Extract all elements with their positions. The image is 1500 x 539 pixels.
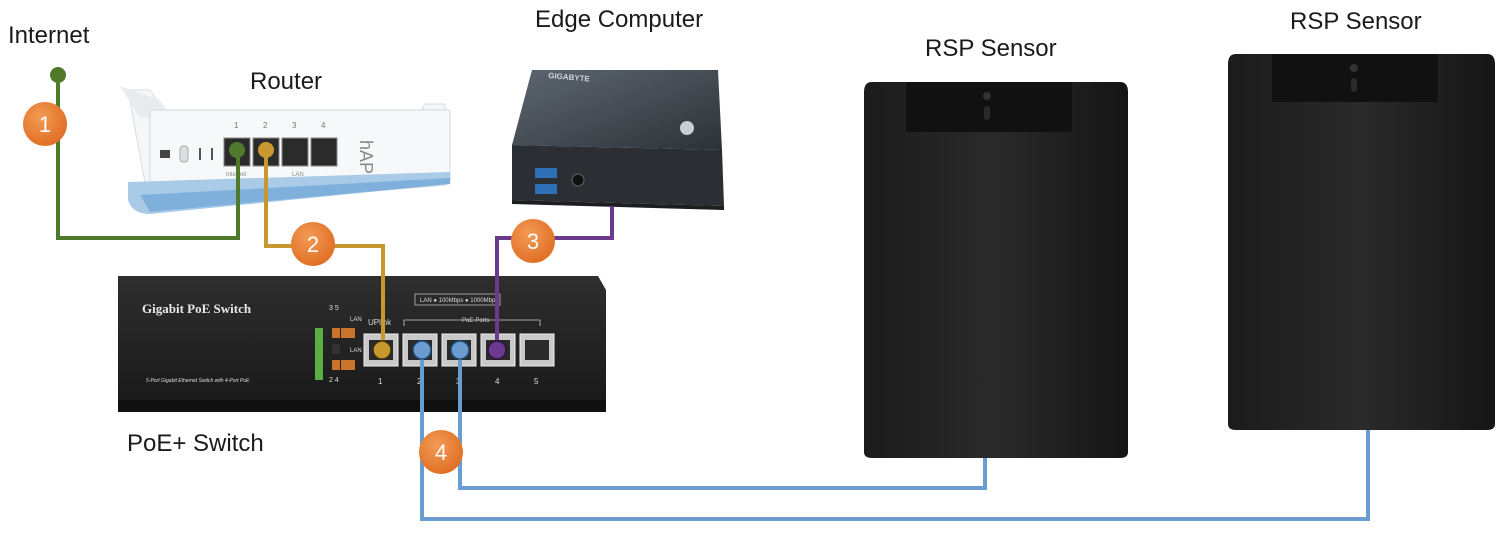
edge-computer-label: Edge Computer: [535, 6, 704, 33]
switch-port-number-5: 5: [534, 377, 539, 386]
switch-brand-text: Gigabit PoE Switch: [142, 301, 252, 316]
router-mode-button: [179, 145, 189, 163]
internet-source-dot: [50, 67, 66, 83]
router-brand-text: hAP: [356, 140, 376, 174]
badge-1-text: 1: [39, 112, 51, 137]
edge-power-button: [680, 121, 694, 135]
switch-green-led-strip: [315, 328, 323, 380]
internet-label: Internet: [8, 22, 90, 49]
switch-port3-plug: [450, 340, 470, 360]
router-lan-plug: [258, 142, 274, 158]
edge-usb-port-1: [535, 168, 557, 178]
poe-switch-label: PoE+ Switch: [127, 430, 264, 457]
router-label: Router: [250, 68, 323, 95]
switch-uplink-label: UPlink: [368, 318, 392, 327]
cable-switch-to-sensor-1: [458, 350, 987, 490]
poe-switch-device: Gigabit PoE Switch 5-Port Gigabit Ethern…: [118, 276, 606, 412]
router-internet-plug: [229, 142, 245, 158]
badge-2-text: 2: [307, 232, 319, 257]
switch-lan-label-b: LAN: [350, 348, 362, 354]
rsp-sensor-1-device: [864, 82, 1128, 458]
switch-port4-plug: [487, 340, 507, 360]
badge-1: 1: [23, 102, 67, 146]
router-port-number-2: 2: [263, 121, 268, 130]
badge-2: 2: [291, 222, 335, 266]
badge-3-text: 3: [527, 229, 539, 254]
switch-legend: LAN ● 100Mbps ● 1000Mbps: [420, 298, 498, 304]
router-port-number-3: 3: [292, 121, 297, 130]
edge-audio-jack: [571, 173, 585, 187]
badge-3: 3: [511, 219, 555, 263]
edge-usb-port-2: [535, 184, 557, 194]
switch-port-number-2: 2: [417, 377, 422, 386]
switch-led-top: 3 5: [329, 305, 339, 312]
rsp-sensor-2-device: [1228, 54, 1495, 430]
switch-port-number-4: 4: [495, 377, 500, 386]
router-usb-port: [160, 150, 170, 158]
switch-port-number-1: 1: [378, 377, 383, 386]
switch-led-bottom: 2 4: [329, 377, 339, 384]
cable-switch-to-sensor-2: [420, 350, 1370, 521]
edge-computer-device: GIGABYTE: [512, 70, 724, 210]
switch-poe-ports-label: PoE-Ports: [462, 318, 489, 324]
switch-uplink-plug: [372, 340, 392, 360]
rsp-sensor-2-label: RSP Sensor: [1290, 8, 1422, 35]
router-device: 1 2 3 4 Internet LAN hAP: [120, 86, 451, 214]
edge-brand-text: GIGABYTE: [548, 71, 591, 84]
cable-internet: [56, 75, 240, 240]
router-port-number-1: 1: [234, 121, 239, 130]
switch-port2-plug: [412, 340, 432, 360]
switch-footnote: 5-Port Gigabit Ethernet Switch with 4-Po…: [146, 378, 250, 384]
rsp-sensor-1-label: RSP Sensor: [925, 35, 1057, 62]
badge-4: 4: [419, 430, 463, 474]
badge-4-text: 4: [435, 440, 447, 465]
switch-lan-label-a: LAN: [350, 317, 362, 323]
router-port-number-4: 4: [321, 121, 326, 130]
router-lan-caption: LAN: [292, 172, 304, 178]
